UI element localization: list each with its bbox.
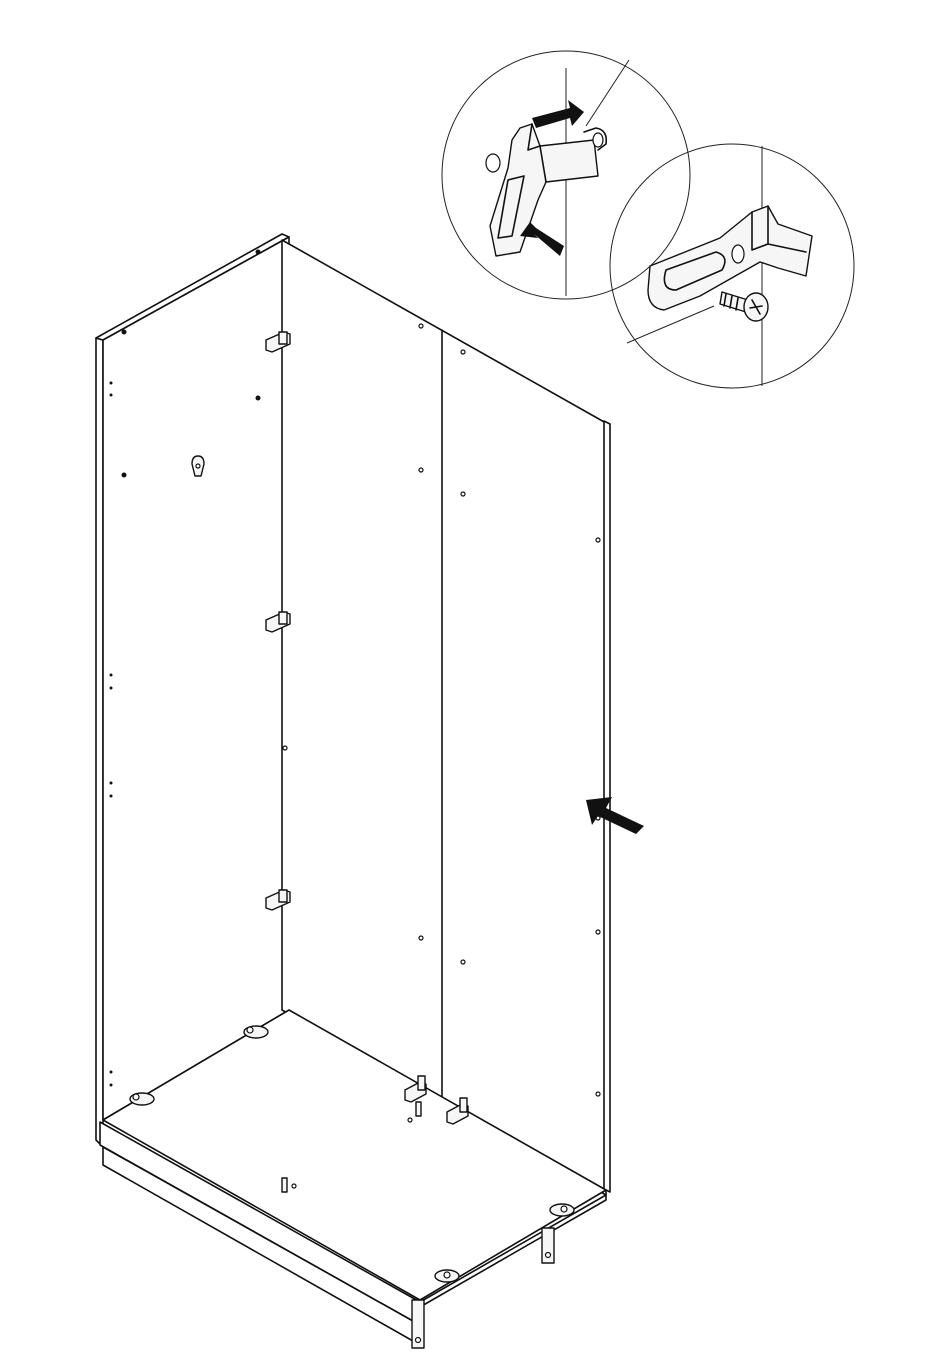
left-side-panel	[96, 338, 103, 1147]
bracket-screw-detail	[610, 144, 854, 388]
bottom-bracket-front-right	[412, 1300, 424, 1348]
bracket-clip-detail	[442, 51, 690, 299]
left-side-inner-face	[103, 237, 289, 1120]
detail-leader-1	[586, 60, 629, 126]
bottom-bracket-back-right	[542, 1228, 554, 1263]
keyhole-hanger	[192, 456, 204, 476]
wardrobe-carcass	[96, 234, 610, 1348]
detail-screw	[720, 292, 768, 321]
detail-leader-2	[627, 306, 714, 343]
